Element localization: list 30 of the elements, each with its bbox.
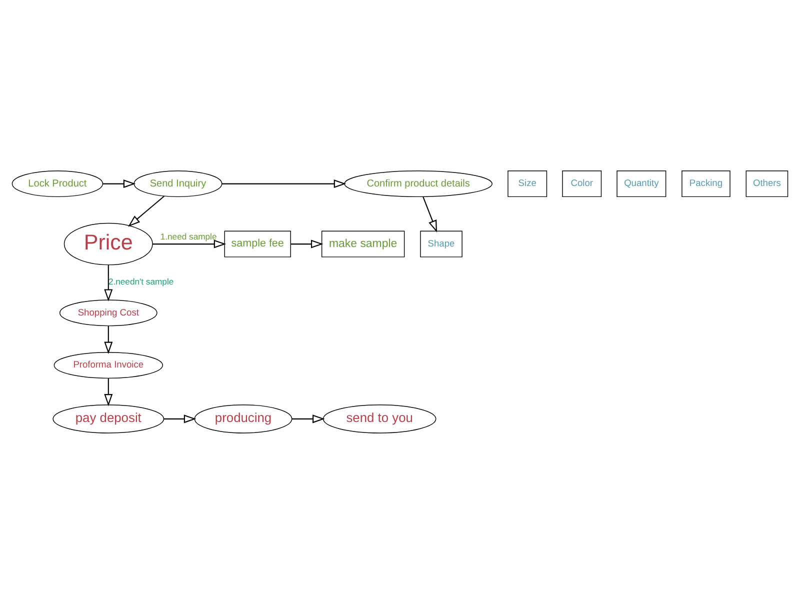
arrow [422, 196, 438, 232]
arrow [104, 326, 113, 354]
arrow [292, 414, 325, 424]
node-box: Others [746, 170, 788, 198]
node-ellipse: Proforma Invoice [54, 352, 163, 379]
edge-label: 2.needn't sample [108, 276, 174, 287]
node-ellipse: pay deposit [52, 404, 164, 434]
node-box: Packing [682, 170, 730, 198]
arrow [102, 180, 136, 188]
node-box: make sample [321, 230, 405, 258]
arrow [104, 264, 113, 302]
node-ellipse: producing [194, 404, 292, 434]
node-ellipse: Price [64, 222, 153, 266]
node-ellipse: Lock Product [12, 170, 104, 198]
node-box: Color [562, 170, 602, 198]
arrow [290, 240, 324, 248]
node-box: sample fee [224, 230, 291, 258]
arrow [128, 196, 165, 227]
node-ellipse: Send Inquiry [134, 170, 222, 198]
node-ellipse: Confirm product details [344, 170, 492, 198]
node-ellipse: send to you [322, 404, 436, 434]
node-box: Size [508, 170, 548, 198]
node-ellipse: Shopping Cost [59, 300, 158, 326]
arrow [152, 240, 226, 248]
arrow [104, 378, 113, 406]
arrow [222, 180, 346, 188]
edge-label: 1.need sample [160, 231, 217, 242]
node-box: Quantity [616, 170, 666, 198]
arrow [164, 414, 196, 424]
node-box: Shape [420, 230, 462, 258]
